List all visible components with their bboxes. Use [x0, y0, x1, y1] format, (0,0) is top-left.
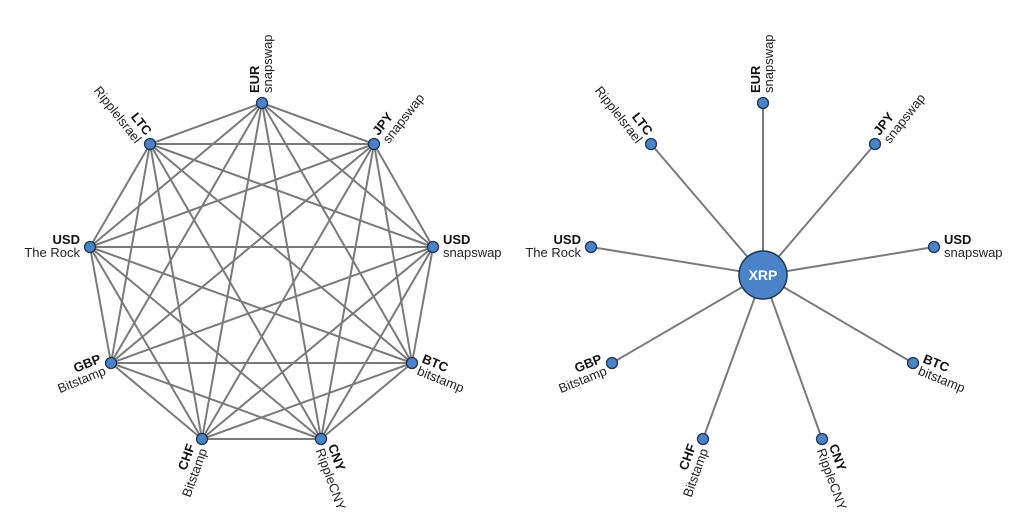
mesh-node-ltc-8 [143, 137, 157, 151]
star-node-usd-2 [927, 240, 941, 254]
mesh-edge-7-8 [89, 143, 151, 248]
mesh-edge-5-8 [149, 143, 203, 440]
mesh-edge-0-8 [149, 102, 263, 145]
mesh-edge-0-6 [110, 102, 263, 364]
star-edge-5 [702, 274, 764, 440]
mesh-node-btc-3 [405, 356, 419, 370]
hub-and-spoke-diagram: EURsnapswapJPYsnapswapUSDsnapswapBTCbits… [525, 34, 1002, 512]
mesh-nodes [83, 96, 440, 446]
mesh-edge-3-4 [320, 362, 413, 440]
star-edge-8 [650, 143, 764, 276]
mesh-edge-3-8 [149, 143, 413, 364]
star-edge-7 [590, 246, 764, 276]
mesh-edge-2-8 [149, 143, 434, 248]
mesh-edge-1-6 [110, 143, 375, 364]
star-node-usd-7 [584, 240, 598, 254]
star-node-chf-5 [696, 432, 710, 446]
star-node-btc-3 [906, 356, 920, 370]
mesh-node-chf-5 [195, 432, 209, 446]
exchange-label: The Rock [525, 245, 581, 260]
exchange-label: snapswap [944, 245, 1003, 260]
star-edge-4 [762, 274, 823, 440]
mesh-node-usd-2 [426, 240, 440, 254]
mesh-edge-4-8 [149, 143, 322, 440]
currency-code-label: USD [944, 232, 971, 247]
star-edge-1 [762, 143, 876, 276]
currency-code-label: USD [554, 232, 581, 247]
mesh-edge-1-2 [373, 143, 434, 248]
xrp-hub-label: XRP [749, 267, 778, 283]
star-node-cny-4 [815, 432, 829, 446]
mesh-edge-1-5 [201, 143, 375, 440]
currency-code-label: USD [53, 232, 80, 247]
full-mesh-diagram: EURsnapswapJPYsnapswapUSDsnapswapBTCbits… [24, 34, 501, 512]
mesh-edge-2-5 [201, 246, 434, 440]
currency-code-label: USD [443, 232, 470, 247]
mesh-edge-4-6 [110, 362, 322, 440]
star-edge-2 [762, 246, 935, 276]
currency-code-label: EUR [748, 65, 763, 93]
mesh-edge-1-7 [89, 143, 375, 248]
mesh-edge-6-7 [89, 246, 112, 364]
mesh-edge-0-1 [261, 102, 375, 145]
mesh-edge-0-3 [261, 102, 413, 364]
exchange-label: snapswap [260, 34, 275, 93]
exchange-label: snapswap [761, 34, 776, 93]
mesh-node-gbp-6 [104, 356, 118, 370]
mesh-edge-0-4 [261, 102, 322, 440]
mesh-edge-5-6 [110, 362, 203, 440]
mesh-edge-6-8 [110, 143, 151, 364]
star-edges [590, 103, 935, 440]
mesh-edge-0-2 [261, 102, 434, 248]
mesh-edge-2-4 [320, 246, 434, 440]
mesh-edge-4-7 [89, 246, 322, 440]
mesh-edge-3-5 [201, 362, 413, 440]
mesh-edge-2-6 [110, 246, 434, 364]
mesh-edge-1-3 [373, 143, 413, 364]
mesh-edge-5-7 [89, 246, 203, 440]
star-node-gbp-6 [605, 356, 619, 370]
mesh-edge-2-3 [411, 246, 434, 364]
currency-code-label: EUR [247, 65, 262, 93]
mesh-edge-0-5 [201, 102, 263, 440]
mesh-node-eur-0 [255, 96, 269, 110]
mesh-edges [89, 102, 434, 440]
star-node-ltc-8 [644, 137, 658, 151]
mesh-node-jpy-1 [367, 137, 381, 151]
exchange-label: snapswap [443, 245, 502, 260]
star-edge-3 [762, 274, 914, 364]
mesh-edge-1-4 [320, 143, 375, 440]
mesh-edge-3-7 [89, 246, 413, 364]
star-edge-6 [611, 274, 764, 364]
mesh-node-cny-4 [314, 432, 328, 446]
star-nodes [584, 96, 941, 446]
star-node-eur-0 [756, 96, 770, 110]
mesh-edge-0-7 [89, 102, 263, 248]
mesh-node-usd-7 [83, 240, 97, 254]
exchange-label: The Rock [24, 245, 80, 260]
star-node-jpy-1 [868, 137, 882, 151]
xrp-hub-node [738, 250, 788, 300]
